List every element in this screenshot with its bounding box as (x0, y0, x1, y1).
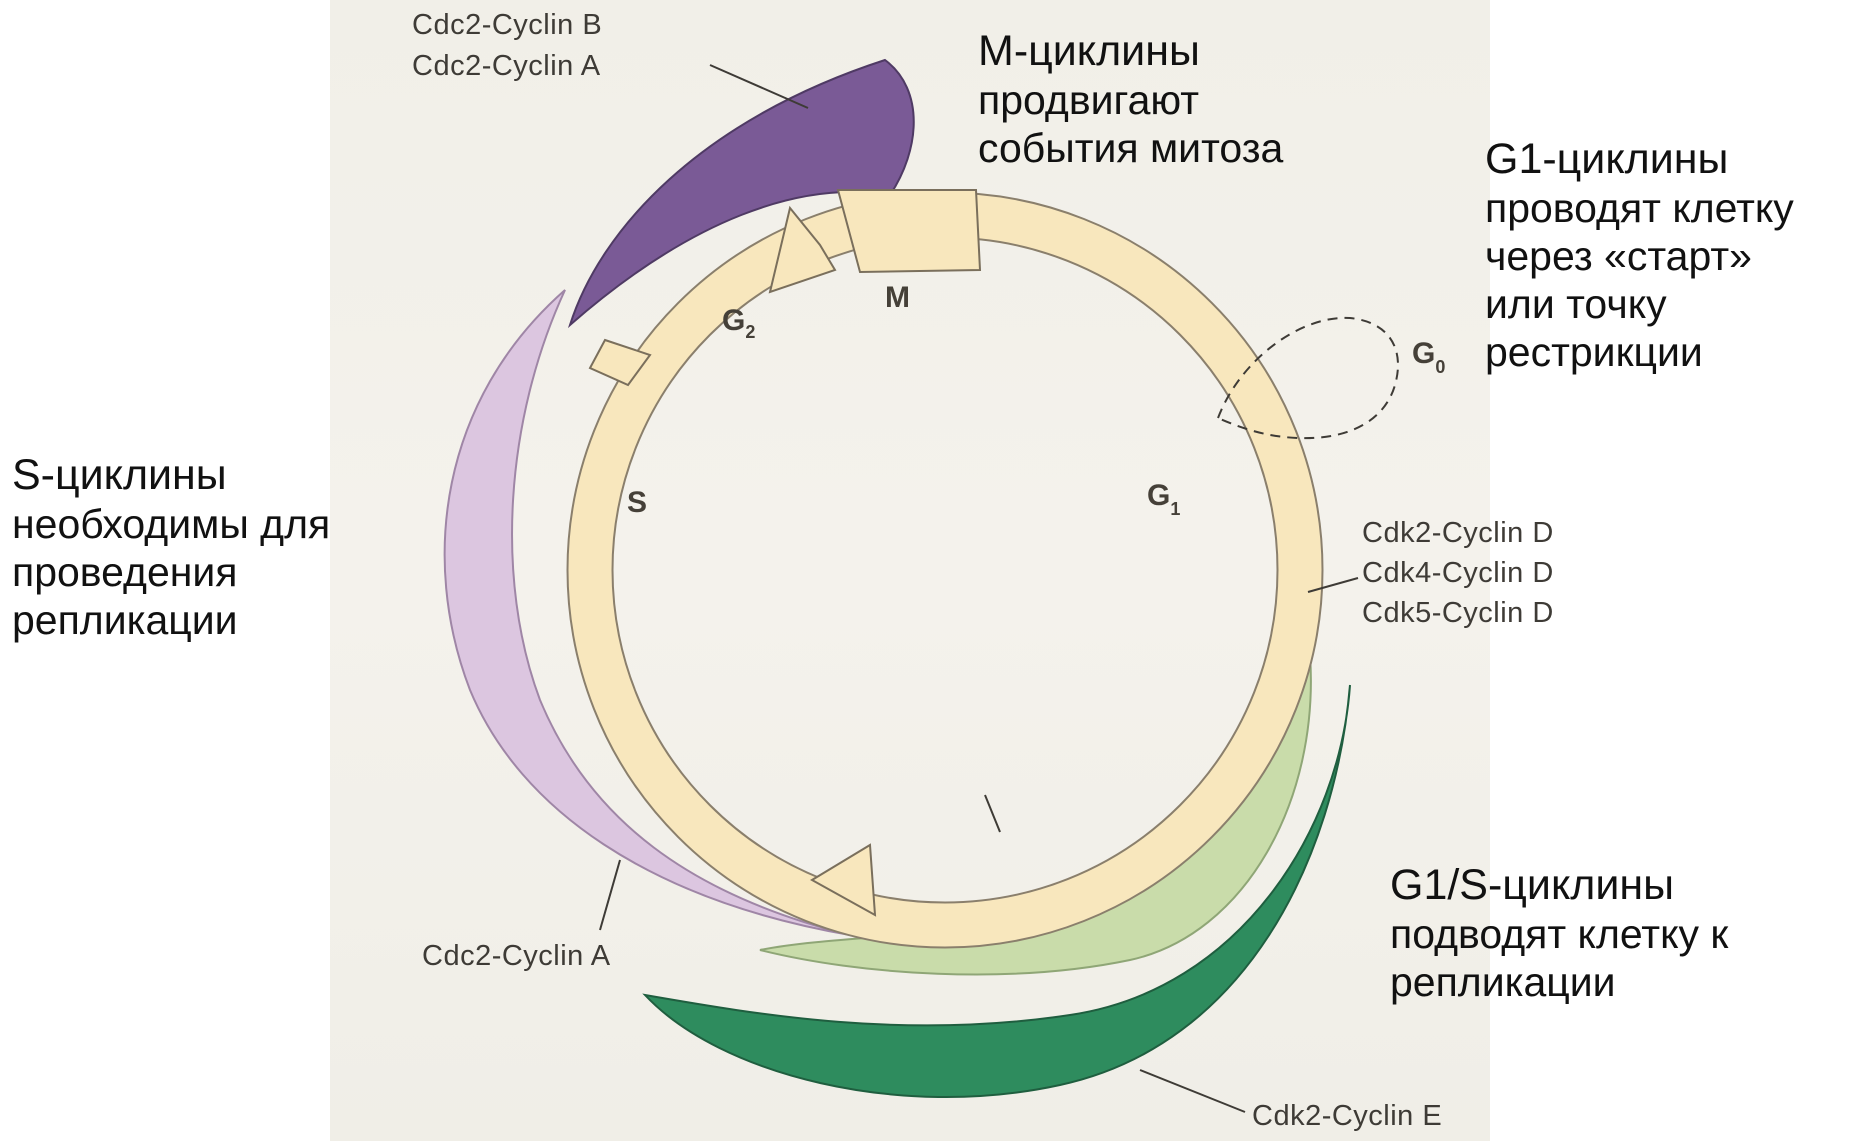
cyclin-b-leader (710, 65, 808, 108)
note-s-title: S-циклины (12, 450, 330, 500)
note-g1-line-2: через «старт» (1485, 232, 1794, 280)
label-cdc2-cyclin-a-bottom: Cdc2-Cyclin A (422, 940, 611, 972)
phase-label-g0: G0 (1412, 337, 1445, 377)
note-g1s-line-2: репликации (1390, 958, 1728, 1006)
note-g1-cyclins: G1-циклины проводят клетку через «старт»… (1485, 134, 1794, 376)
note-g1s-line-1: подводят клетку к (1390, 910, 1728, 958)
restriction-point-tick (985, 795, 1000, 832)
label-cdk2-cyclin-e: Cdk2-Cyclin E (1252, 1100, 1442, 1132)
note-g1s-cyclins: G1/S-циклины подводят клетку к репликаци… (1390, 860, 1728, 1006)
phase-label-g1: G1 (1147, 479, 1180, 519)
note-m-cyclins: М-циклины продвигают события митоза (978, 26, 1283, 172)
phase-label-m: M (885, 281, 910, 314)
note-g1s-title: G1/S-циклины (1390, 860, 1728, 910)
label-cdc2-cyclin-b: Cdc2-Cyclin B (412, 9, 602, 41)
note-s-line-2: проведения (12, 548, 330, 596)
label-cdk2-cyclin-d: Cdk2-Cyclin D (1362, 517, 1554, 549)
note-m-title: М-циклины (978, 26, 1283, 76)
note-s-line-3: репликации (12, 596, 330, 644)
phase-label-s: S (627, 486, 647, 519)
note-g1-line-4: рестрикции (1485, 328, 1794, 376)
note-s-line-1: необходимы для (12, 500, 330, 548)
label-cdk4-cyclin-d: Cdk4-Cyclin D (1362, 557, 1554, 589)
note-m-line-2: события митоза (978, 124, 1283, 172)
label-cdk5-cyclin-d: Cdk5-Cyclin D (1362, 597, 1554, 629)
note-m-line-1: продвигают (978, 76, 1283, 124)
label-cdc2-cyclin-a-top: Cdc2-Cyclin A (412, 50, 601, 82)
m-phase-block (838, 190, 980, 272)
cell-cycle-ring-fill (590, 215, 1300, 925)
note-g1-title: G1-циклины (1485, 134, 1794, 184)
phase-label-g2: G2 (722, 304, 755, 342)
note-g1-line-3: или точку (1485, 280, 1794, 328)
cyclin-a-bottom-leader (600, 860, 620, 930)
note-g1-line-1: проводят клетку (1485, 184, 1794, 232)
note-s-cyclins: S-циклины необходимы для проведения репл… (12, 450, 330, 644)
cyclin-e-leader (1140, 1070, 1245, 1112)
